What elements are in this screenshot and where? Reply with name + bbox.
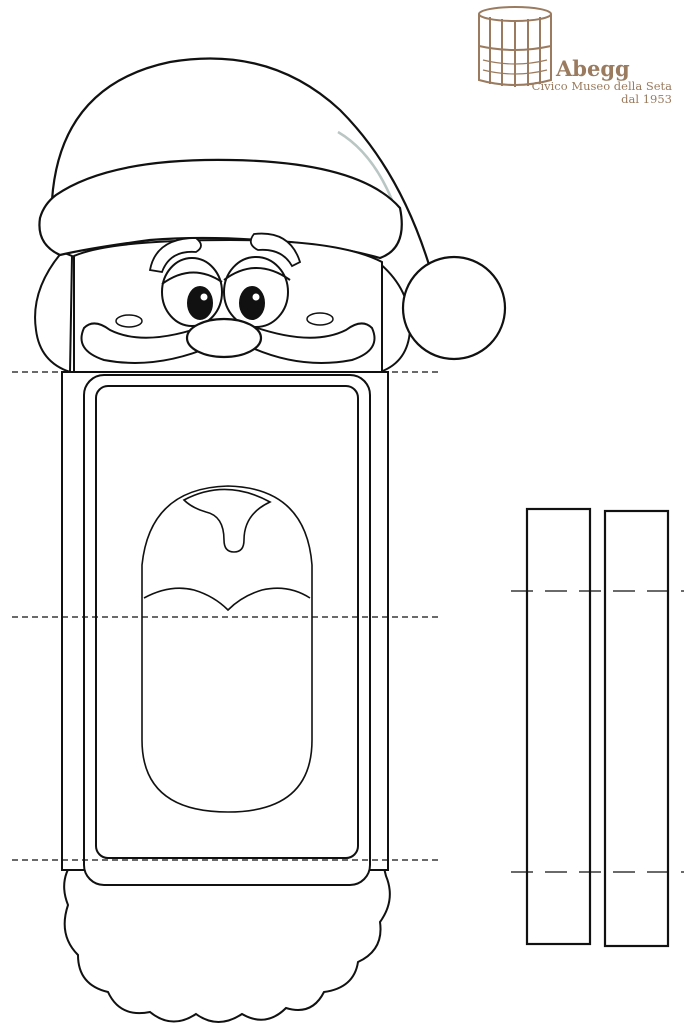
santa-face <box>73 232 383 373</box>
hat-highlight <box>337 130 394 201</box>
left-eyebrow <box>148 237 202 274</box>
nose <box>185 317 263 359</box>
santa-beard <box>63 859 391 1023</box>
logo-since: dal 1953 <box>621 92 672 106</box>
mouth-lower-lip <box>143 587 311 612</box>
logo-title: Abegg <box>556 56 630 81</box>
left-cheek <box>115 314 143 328</box>
santa-mouth <box>141 485 313 813</box>
right-eyebrow <box>249 232 302 268</box>
santa-hat <box>38 57 507 361</box>
strip-fold-lines <box>511 590 684 873</box>
right-pupil <box>239 286 265 320</box>
mouth-top-tooth <box>182 488 272 553</box>
hat-pompom <box>401 255 507 361</box>
santa-hair <box>34 250 412 374</box>
side-strip-left <box>525 507 592 946</box>
side-strip-right <box>603 509 670 948</box>
side-strips <box>525 507 670 948</box>
left-pupil <box>187 286 213 320</box>
fold-lines <box>12 371 440 861</box>
museum-tower-logo-icon <box>478 6 552 87</box>
logo-subtitle: Civico Museo della Seta <box>531 79 672 93</box>
right-cheek <box>306 312 334 326</box>
